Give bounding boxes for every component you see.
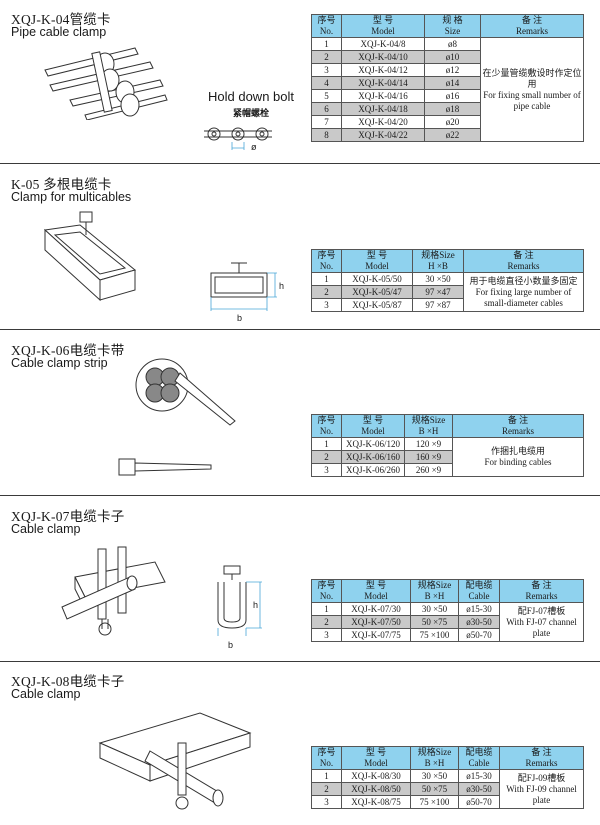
section-title-zh: XQJ-K-07电缆卡子 — [11, 509, 125, 524]
section-title-en: Cable clamp strip — [11, 356, 108, 370]
section-title-en: Cable clamp — [11, 522, 81, 536]
dimension-b-label: b — [237, 313, 243, 323]
bolt-cross-section-diagram — [200, 118, 280, 156]
phi-dimension-label: ø — [251, 142, 257, 152]
section-title-zh: XQJ-K-08电缆卡子 — [11, 674, 125, 689]
section-title-en: Clamp for multicables — [11, 190, 132, 204]
section-title-en: Pipe cable clamp — [11, 25, 107, 39]
section-title-zh: K-05 多根电缆卡 — [11, 177, 112, 192]
dimension-b-label: b — [228, 640, 234, 650]
section-title-en: Cable clamp — [11, 687, 81, 701]
hold-down-bolt-caption: Hold down bolt — [208, 89, 294, 104]
pipe-clamp-illustration — [40, 40, 170, 120]
multicable-clamp-illustration — [40, 210, 140, 305]
k08-clamp-illustration — [90, 703, 260, 813]
section-pipe-cable-clamp: XQJ-K-04管缆卡 Pipe cable clamp Hold down b… — [0, 0, 600, 164]
cable-strip-illustration — [130, 353, 240, 428]
multicable-section-diagram — [205, 255, 285, 315]
section-title-zh: XQJ-K-04管缆卡 — [11, 12, 111, 27]
cable-strip-tie-diagram — [115, 455, 215, 479]
k07-clamp-illustration — [60, 537, 170, 647]
dimension-h-label: h — [279, 281, 285, 291]
section-cable-clamp-k07: XQJ-K-07电缆卡子 Cable clamp h b — [0, 497, 600, 662]
k07-section-diagram — [210, 562, 270, 637]
dimension-h-label: h — [253, 600, 259, 610]
section-title-zh: XQJ-K-06电缆卡带 — [11, 343, 125, 358]
hold-down-bolt-caption-zh: 紧帽螺栓 — [233, 108, 270, 118]
